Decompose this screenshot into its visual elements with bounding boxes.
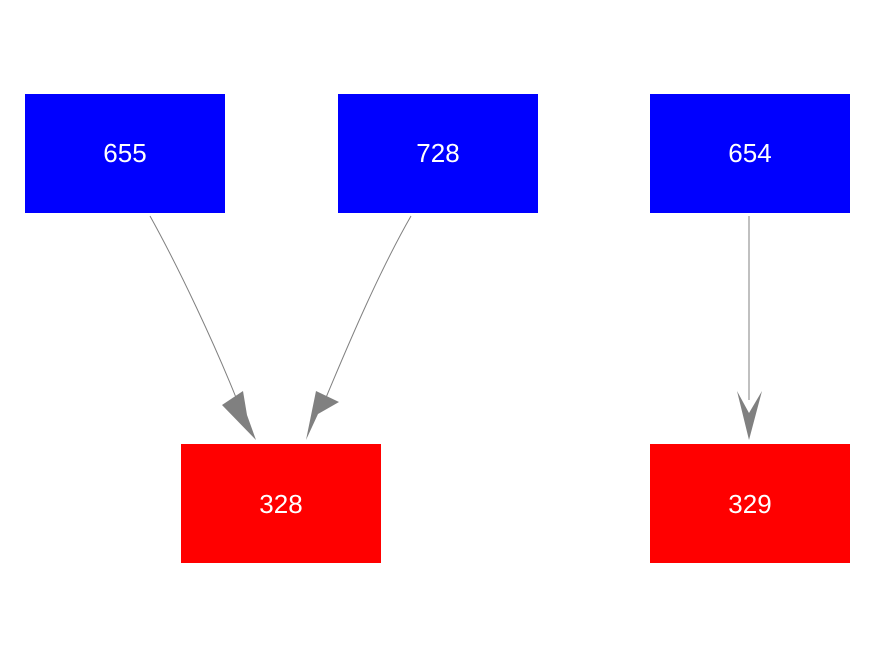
node-label: 655: [103, 138, 146, 168]
node-box: [338, 94, 538, 213]
nodes: 655 728 654 328 329: [25, 94, 850, 563]
node-label: 328: [259, 489, 302, 519]
edge-654-329: [737, 216, 762, 440]
node-328[interactable]: 328: [181, 444, 381, 563]
arrowhead-icon: [306, 391, 339, 440]
edge-line: [324, 215, 412, 401]
edge-655-328: [149, 215, 256, 440]
node-box: [25, 94, 225, 213]
node-box: [650, 94, 850, 213]
node-box: [650, 444, 850, 563]
edge-line: [149, 215, 238, 401]
node-728[interactable]: 728: [338, 94, 538, 213]
node-655[interactable]: 655: [25, 94, 225, 213]
node-box: [181, 444, 381, 563]
edge-728-328: [306, 215, 412, 440]
arrowhead-icon: [737, 391, 762, 440]
node-329[interactable]: 329: [650, 444, 850, 563]
node-label: 654: [728, 138, 771, 168]
edges: [149, 215, 762, 440]
arrowhead-icon: [222, 391, 256, 440]
node-label: 728: [416, 138, 459, 168]
node-654[interactable]: 654: [650, 94, 850, 213]
node-label: 329: [728, 489, 771, 519]
